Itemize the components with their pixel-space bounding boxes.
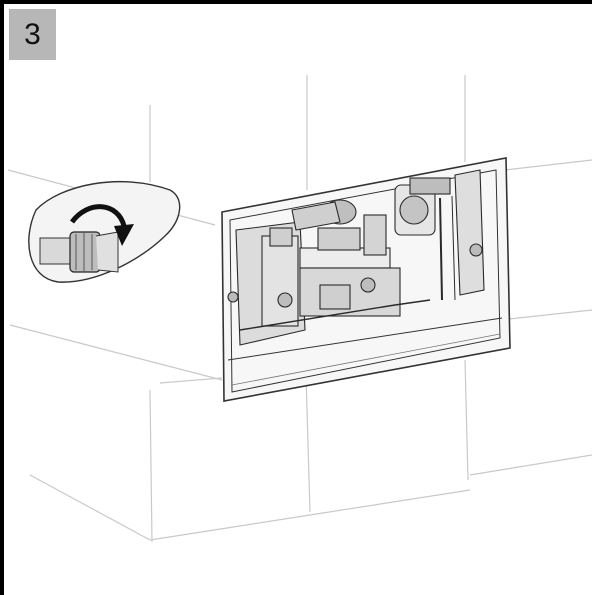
inlet-nut-rotate-detail <box>28 180 181 283</box>
step-number-badge: 3 <box>9 9 56 60</box>
clockwise-arrow-icon <box>69 204 134 246</box>
installation-illustration <box>7 75 592 543</box>
cistern-valve-mechanism <box>227 169 485 346</box>
